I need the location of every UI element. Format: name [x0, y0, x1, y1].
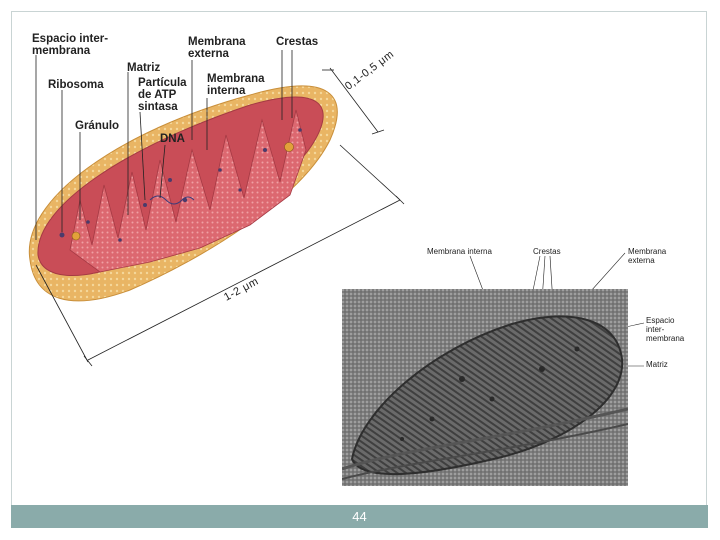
- label-membrana-externa: Membrana externa: [188, 36, 246, 60]
- footer-bar: 44: [11, 505, 708, 528]
- label-espacio-intermembrana: Espacio inter- membrana: [32, 33, 108, 57]
- label-particula-atp: Partícula de ATP sintasa: [138, 77, 187, 113]
- label-crestas: Crestas: [276, 36, 318, 48]
- label-ribosoma: Ribosoma: [48, 79, 104, 91]
- em-label-crestas: Crestas: [533, 247, 561, 256]
- em-label-membrana-interna: Membrana interna: [427, 247, 492, 256]
- electron-micrograph: [342, 289, 628, 486]
- em-label-espacio-intermembrana: Espacio inter- membrana: [646, 316, 684, 343]
- label-membrana-interna: Membrana interna: [207, 73, 265, 97]
- micrograph-image: [342, 289, 628, 486]
- label-granulo: Gránulo: [75, 120, 119, 132]
- em-label-membrana-externa: Membrana externa: [628, 247, 666, 265]
- label-dna: DNA: [160, 133, 185, 145]
- label-matriz: Matriz: [127, 62, 160, 74]
- page-number: 44: [11, 509, 708, 524]
- em-label-matriz: Matriz: [646, 360, 668, 369]
